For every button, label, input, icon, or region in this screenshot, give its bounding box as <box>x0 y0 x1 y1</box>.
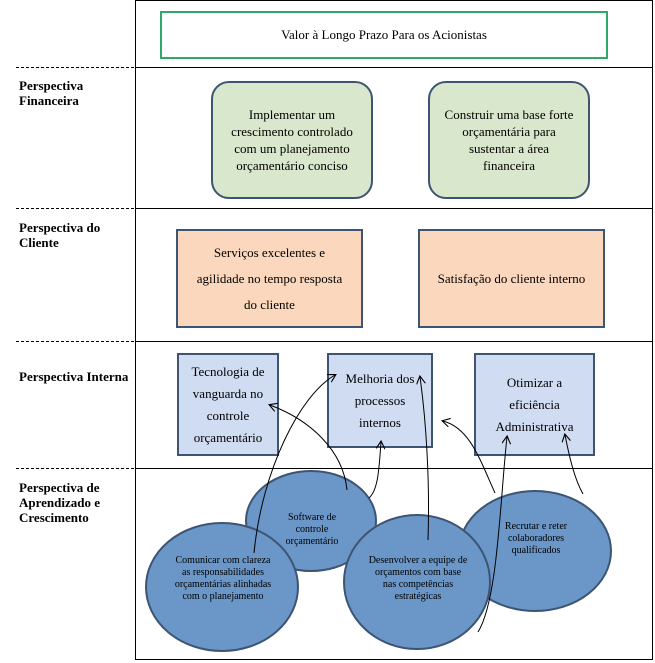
divider-cliente <box>135 208 653 209</box>
label-perspectiva-aprendizado: Perspectiva de Aprendizado e Crescimento <box>19 480 101 525</box>
client-box-satisfacao: Satisfação do cliente interno <box>418 229 605 328</box>
arrow-software-to-tecnologia <box>270 405 348 491</box>
arrow-recrutar-to-otimizar <box>565 435 584 495</box>
circle-comunicar <box>145 522 299 652</box>
circle-desenvolver-text: Desenvolver a equipe de orçamentos com b… <box>368 555 468 602</box>
circle-comunicar-text: Comunicar com clareza as responsabilidad… <box>174 555 272 602</box>
circle-recrutar-text: Recrutar e reter colaboradores qualifica… <box>504 521 568 556</box>
arrow-recrutar-to-melhoria <box>443 421 496 494</box>
label-perspectiva-interna: Perspectiva Interna <box>19 369 129 384</box>
internal-box-melhoria-text: Melhoria dos processos internos <box>345 370 415 430</box>
dashed-divider-financeira <box>16 67 134 68</box>
financial-box-base-text: Construir uma base forte orçamentária pa… <box>444 107 574 173</box>
label-perspectiva-cliente: Perspectiva do Cliente <box>19 220 101 250</box>
client-box-servicos: Serviços excelentes e agilidade no tempo… <box>176 229 363 328</box>
title-box: Valor à Longo Prazo Para os Acionistas <box>160 11 608 59</box>
divider-aprendizado <box>135 468 653 469</box>
circle-software-text: Software de controle orçamentário <box>285 512 339 547</box>
arrow-desenvolver-to-melhoria <box>420 377 430 541</box>
financial-box-crescimento: Implementar um crescimento controlado co… <box>211 81 373 199</box>
internal-box-otimizar: Otimizar a eficiência Administrativa <box>474 353 595 456</box>
financial-box-crescimento-text: Implementar um crescimento controlado co… <box>231 107 353 173</box>
internal-box-otimizar-text: Otimizar a eficiência Administrativa <box>495 374 574 434</box>
top-divider <box>135 0 653 1</box>
divider-financeira <box>135 67 653 68</box>
arrow-software-to-melhoria <box>368 442 381 499</box>
arrow-comunicar-to-melhoria <box>253 375 335 554</box>
internal-box-tecnologia-text: Tecnologia de vanguarda no controle orça… <box>191 363 265 445</box>
client-box-satisfacao-text: Satisfação do cliente interno <box>437 270 586 286</box>
label-perspectiva-financeira: Perspectiva Financeira <box>19 78 84 108</box>
dashed-divider-aprendizado <box>16 468 134 469</box>
dashed-divider-cliente <box>16 208 134 209</box>
divider-interna <box>135 341 653 342</box>
circle-desenvolver <box>343 514 491 650</box>
title-text: Valor à Longo Prazo Para os Acionistas <box>281 27 487 42</box>
diagram-frame <box>135 0 653 660</box>
financial-box-base: Construir uma base forte orçamentária pa… <box>428 81 590 199</box>
client-box-servicos-text: Serviços excelentes e agilidade no tempo… <box>196 244 343 312</box>
arrow-desenvolver-to-otimizar <box>477 437 507 633</box>
dashed-divider-interna <box>16 341 134 342</box>
